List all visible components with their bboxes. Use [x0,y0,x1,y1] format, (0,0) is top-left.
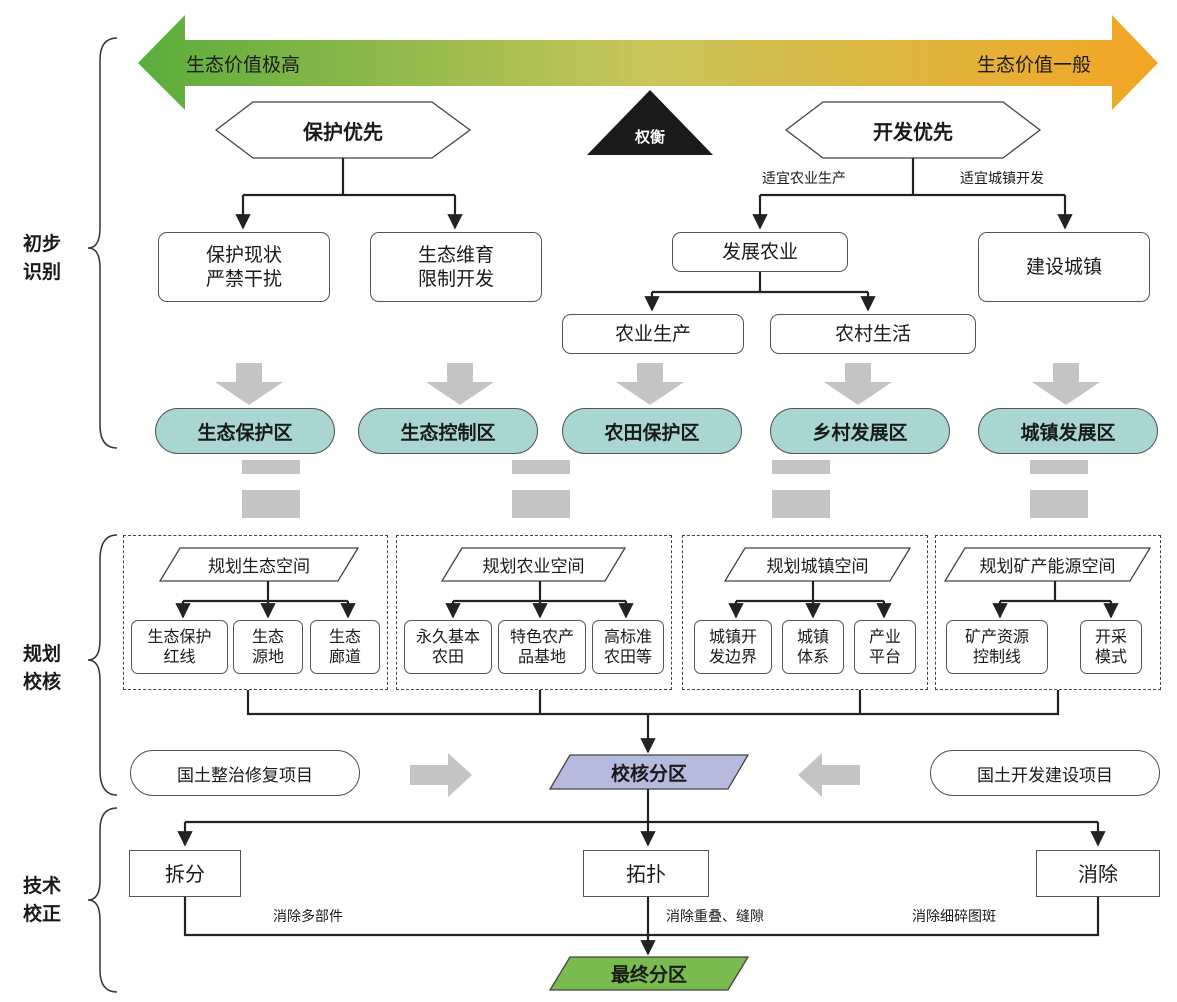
agri-production-box: 农业生产 [562,314,744,354]
split-box: 拆分 [129,850,241,897]
plan-item-eco-redline: 生态保护 红线 [131,620,228,674]
normal-value-label: 生态价值一般 [977,54,1092,76]
plan-item-town-boundary: 城镇开 发边界 [694,620,772,674]
plan-group-mineral [935,535,1161,690]
plan-item-agri-highstd: 高标准 农田等 [592,620,664,674]
protect-status-box: 保护现状 严禁干扰 [158,232,330,302]
zone-farmland-protection: 农田保护区 [562,408,742,454]
correction-connectors [177,789,1106,956]
plan-item-eco-source: 生态 源地 [233,620,303,674]
balance-triangle [587,90,713,155]
eco-nurture-box: 生态维育 限制开发 [370,232,542,302]
gray-equal-signs [242,460,1088,518]
high-value-label: 生态价值极高 [186,54,301,76]
section-braces [87,37,118,993]
plan-item-eco-corridor: 生态 廊道 [310,620,380,674]
plan-group-agri [396,535,672,690]
develop-agri-box: 发展农业 [672,232,848,272]
zone-town-development: 城镇发展区 [978,408,1158,454]
project-development: 国土开发建设项目 [930,750,1160,796]
develop-priority-hexagon [784,101,1042,159]
branch-label-town: 适宜城镇开发 [960,171,1044,187]
section-label-identify: 初步 识别 [22,233,61,283]
zone-eco-protection: 生态保护区 [155,408,335,454]
identification-connectors [235,158,1073,312]
plan-group-eco [123,535,388,690]
final-zone-shape [548,956,750,991]
plan-item-mineral-control: 矿产资源 控制线 [946,620,1048,674]
plan-item-agri-special: 特色农产 品基地 [498,620,586,674]
gray-down-arrows [215,363,1100,405]
protect-priority-hexagon [214,101,472,159]
value-gradient-arrow [138,15,1158,110]
project-restoration: 国土整治修复项目 [130,750,360,796]
gray-right-arrow [410,753,472,797]
gray-left-arrow [798,753,860,797]
plan-connectors [175,581,1119,619]
topology-note: 消除重叠、缝隙 [666,909,764,925]
eliminate-box: 消除 [1036,850,1160,897]
plan-item-mineral-mode: 开采 模式 [1080,620,1142,674]
branch-label-agri: 适宜农业生产 [762,171,846,187]
plan-item-agri-basic: 永久基本 农田 [404,620,492,674]
plan-group-town [682,535,928,690]
topology-box: 拓扑 [583,850,709,897]
plan-parallelograms [158,547,1152,582]
plan-item-town-system: 城镇 体系 [782,620,844,674]
rural-life-box: 农村生活 [770,314,976,354]
zone-rural-development: 乡村发展区 [770,408,950,454]
split-note: 消除多部件 [273,909,343,925]
build-town-box: 建设城镇 [978,232,1150,302]
section-label-technical: 技术 校正 [22,875,61,925]
section-label-planning: 规划 校核 [22,643,61,693]
zone-eco-control: 生态控制区 [358,408,538,454]
plan-item-town-industry: 产业 平台 [854,620,916,674]
merge-connectors [246,690,1060,754]
eliminate-note: 消除细碎图斑 [912,909,996,925]
check-zone-shape [548,754,750,790]
